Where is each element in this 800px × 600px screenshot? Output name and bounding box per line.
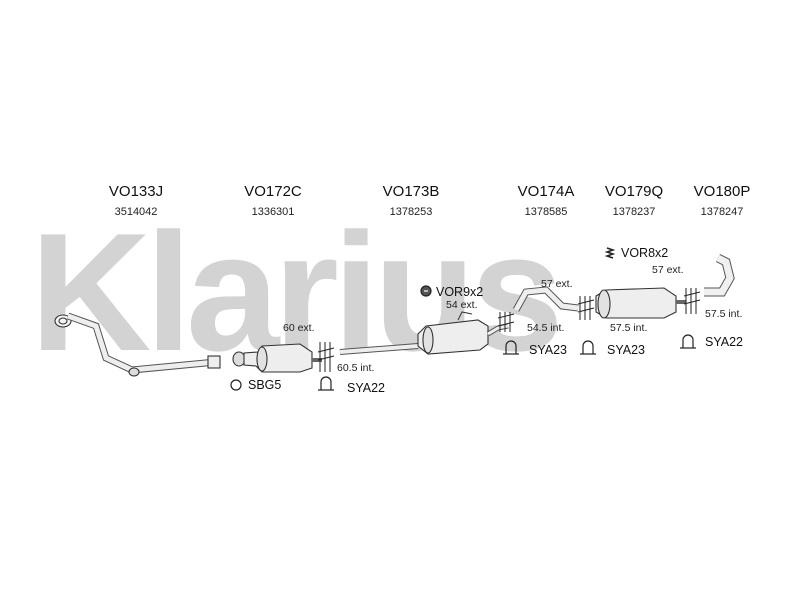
dim-label-57-5-int-1: 57.5 int.	[610, 322, 648, 334]
acc-label-sya22-2: SYA22	[705, 335, 743, 349]
clamp-icon-3	[580, 340, 596, 355]
bolt-icon-1	[420, 285, 432, 297]
part-number-2: 1336301	[251, 206, 295, 218]
rear-silencer-drawing	[595, 287, 686, 319]
dim-label-54-ext: 54 ext.	[446, 299, 478, 311]
acc-label-sya23-2: SYA23	[607, 343, 645, 357]
part-code-4: VO174A	[517, 183, 575, 200]
acc-label-sya22-1: SYA22	[347, 381, 385, 395]
part-code-6: VO180P	[693, 183, 751, 200]
part-code-5: VO179Q	[604, 183, 664, 200]
front-pipe-drawing	[54, 312, 221, 377]
tail-pipe-drawing	[704, 253, 735, 297]
joint-marks	[317, 288, 701, 372]
dim-label-57-ext-1: 57 ext.	[541, 278, 573, 290]
dim-label-54-5-int: 54.5 int.	[527, 322, 565, 334]
part-number-1: 3514042	[114, 206, 158, 218]
dim-label-60-ext: 60 ext.	[283, 322, 315, 334]
front-silencer-drawing	[232, 343, 322, 373]
part-code-2: VO172C	[244, 183, 302, 200]
part-number-4: 1378585	[524, 206, 568, 218]
part-code-1: VO133J	[108, 183, 164, 200]
part-code-3: VO173B	[382, 183, 440, 200]
part-number-5: 1378237	[612, 206, 656, 218]
intermediate-pipe-drawing	[512, 286, 579, 312]
acc-label-sya23-1: SYA23	[529, 343, 567, 357]
part-number-6: 1378247	[700, 206, 744, 218]
gasket-ring-icon	[230, 379, 242, 391]
clamp-icon-4	[680, 334, 696, 349]
acc-label-vor8x2: VOR8x2	[621, 246, 669, 260]
clamp-icon-2	[503, 340, 519, 355]
part-number-3: 1378253	[389, 206, 433, 218]
center-silencer-drawing	[339, 311, 509, 355]
dim-label-57-5-int-2: 57.5 int.	[705, 308, 743, 320]
acc-label-vor9x2: VOR9x2	[436, 285, 484, 299]
clamp-icon-1	[318, 376, 334, 391]
spring-bolt-icon	[604, 247, 616, 259]
dim-label-60-5-int: 60.5 int.	[337, 362, 375, 374]
acc-label-sbg5: SBG5	[248, 378, 282, 392]
dim-label-57-ext-2: 57 ext.	[652, 264, 684, 276]
